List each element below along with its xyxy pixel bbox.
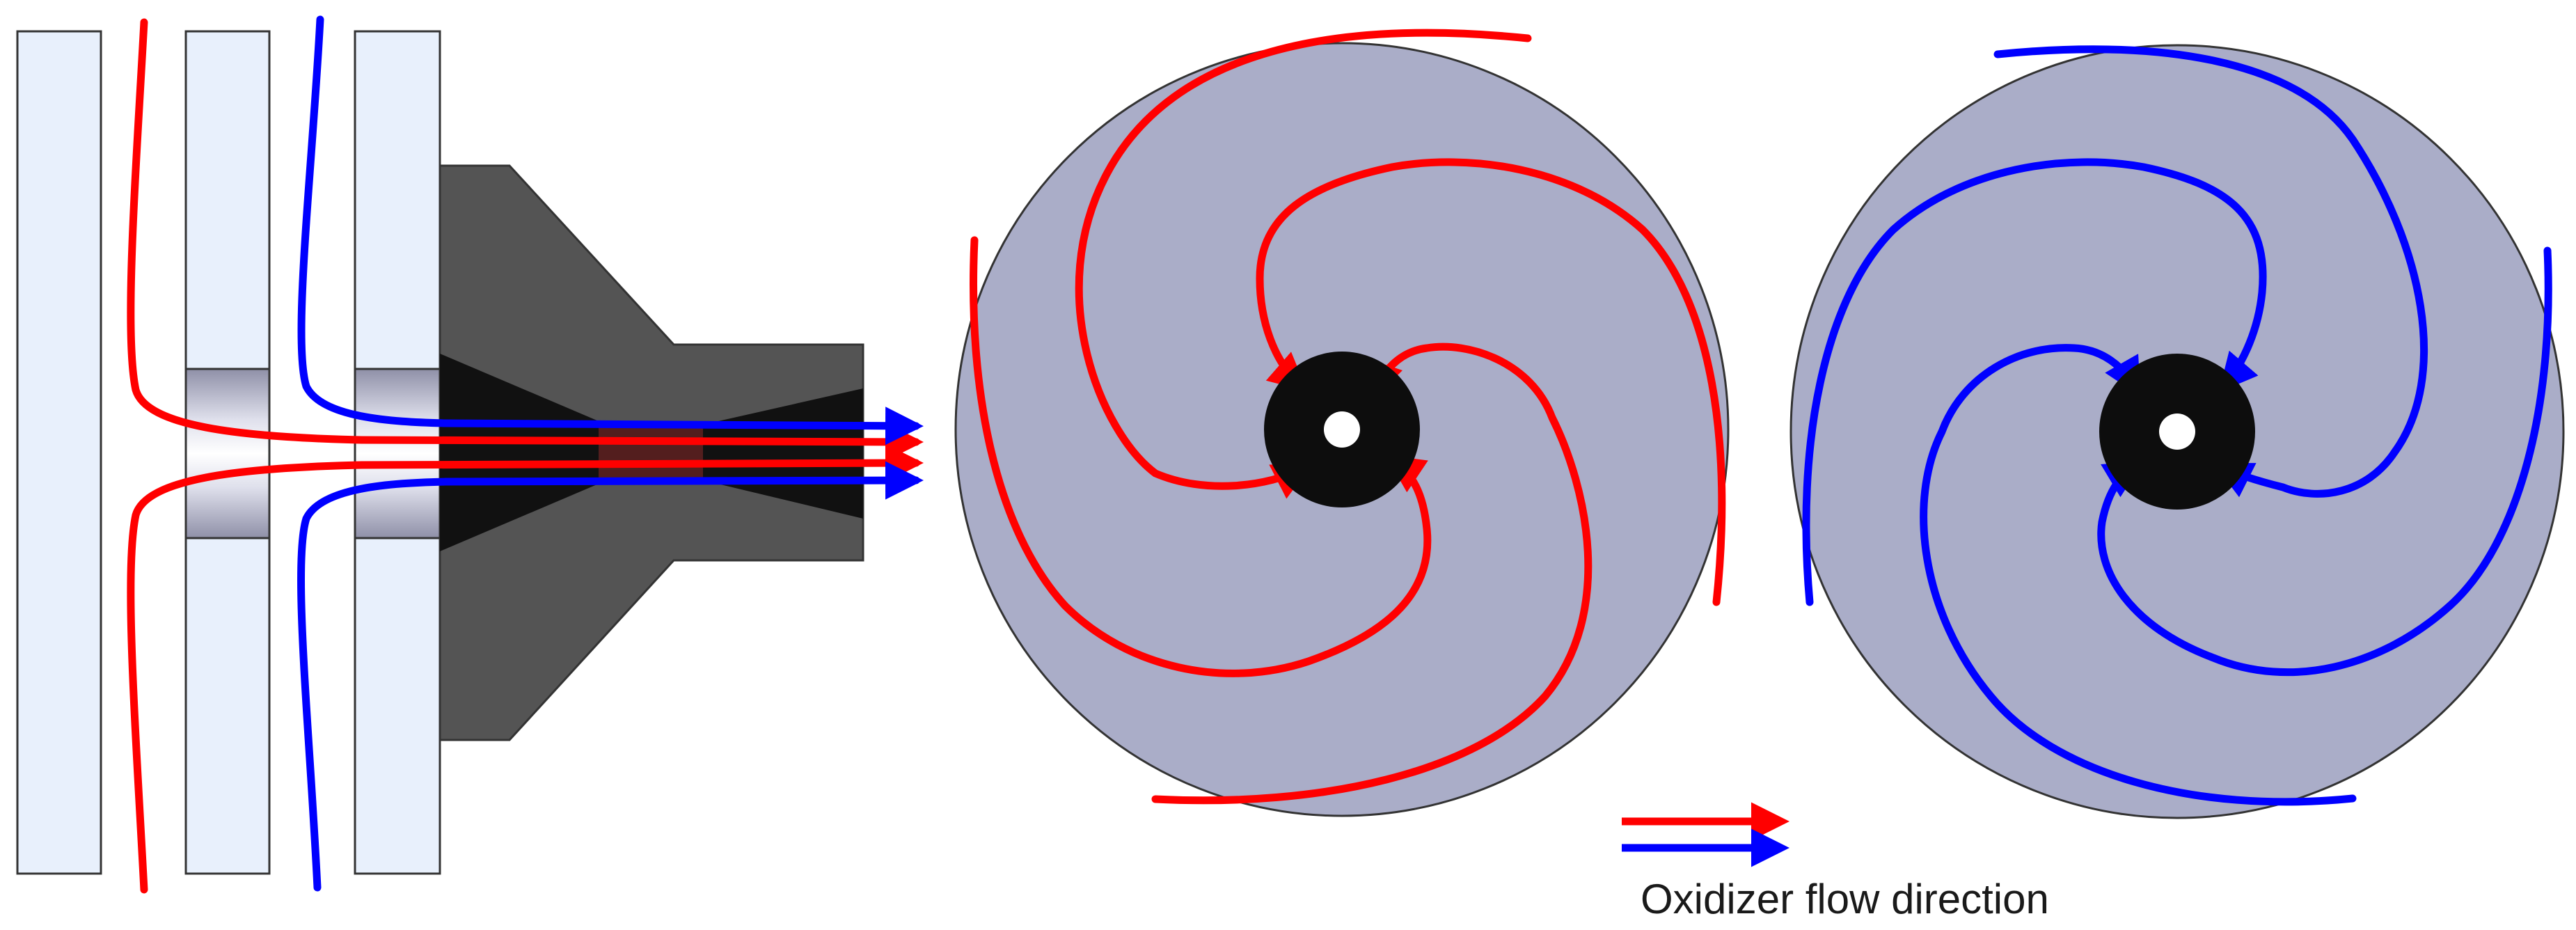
red-flow-line-upper [127, 18, 924, 462]
red-flow-line-lower [127, 443, 924, 894]
red-swirl-flow-lines [970, 29, 1726, 805]
injector-side-view [16, 15, 924, 894]
plate-3 [354, 30, 441, 875]
plate-3-orifice [354, 368, 441, 539]
nozzle-body [438, 164, 864, 741]
plate-1 [16, 30, 102, 875]
red-swirl-center-hole [1324, 411, 1360, 448]
legend: Oxidizer flow direction [1622, 802, 2049, 922]
plate-2 [184, 30, 271, 875]
nozzle-throat-glow [599, 426, 703, 479]
blue-flow-line-lower [297, 461, 924, 892]
legend-label: Oxidizer flow direction [1641, 876, 2049, 922]
blue-swirl-disk [1789, 44, 2565, 819]
blue-swirl-center-hole [2159, 413, 2195, 450]
red-swirl-disk [954, 29, 1730, 817]
side-flow-lines [127, 15, 924, 894]
plate-2-orifice [184, 368, 271, 539]
blue-swirl-flow-lines [1802, 45, 2552, 806]
blue-flow-line-upper [297, 15, 924, 446]
